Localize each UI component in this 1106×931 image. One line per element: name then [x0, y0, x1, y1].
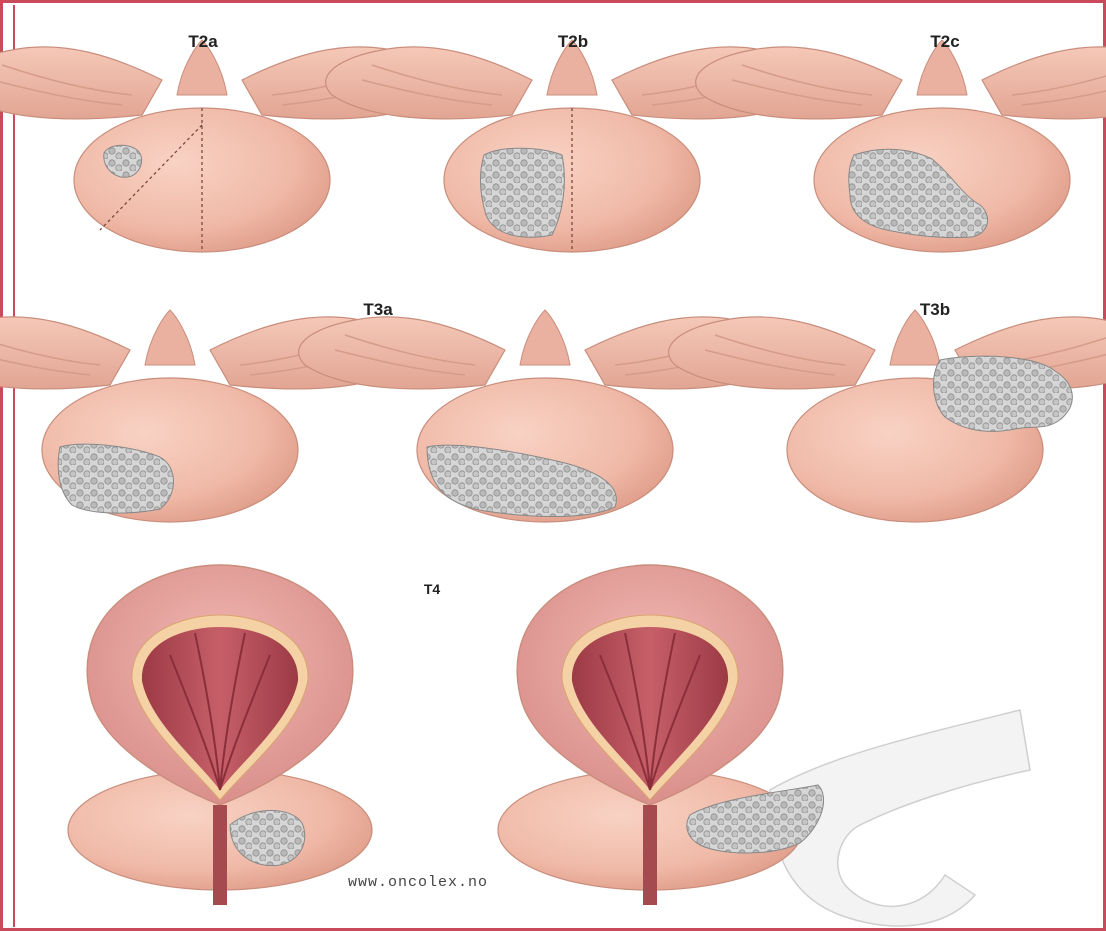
label-t2b: T2b [558, 32, 588, 52]
label-t3b: T3b [920, 300, 950, 320]
source-credit: www.oncolex.no [348, 874, 488, 891]
label-t2a: T2a [188, 32, 217, 52]
label-t3a: T3a [363, 300, 392, 320]
t3b-diagram [669, 310, 1106, 522]
t4-diagram-1 [68, 565, 372, 905]
label-t4: T4 [424, 581, 440, 597]
tumor-t2b [480, 148, 564, 237]
t2c-diagram [696, 40, 1106, 252]
label-t2c: T2c [930, 32, 959, 52]
t4-diagram-2 [498, 565, 1030, 926]
